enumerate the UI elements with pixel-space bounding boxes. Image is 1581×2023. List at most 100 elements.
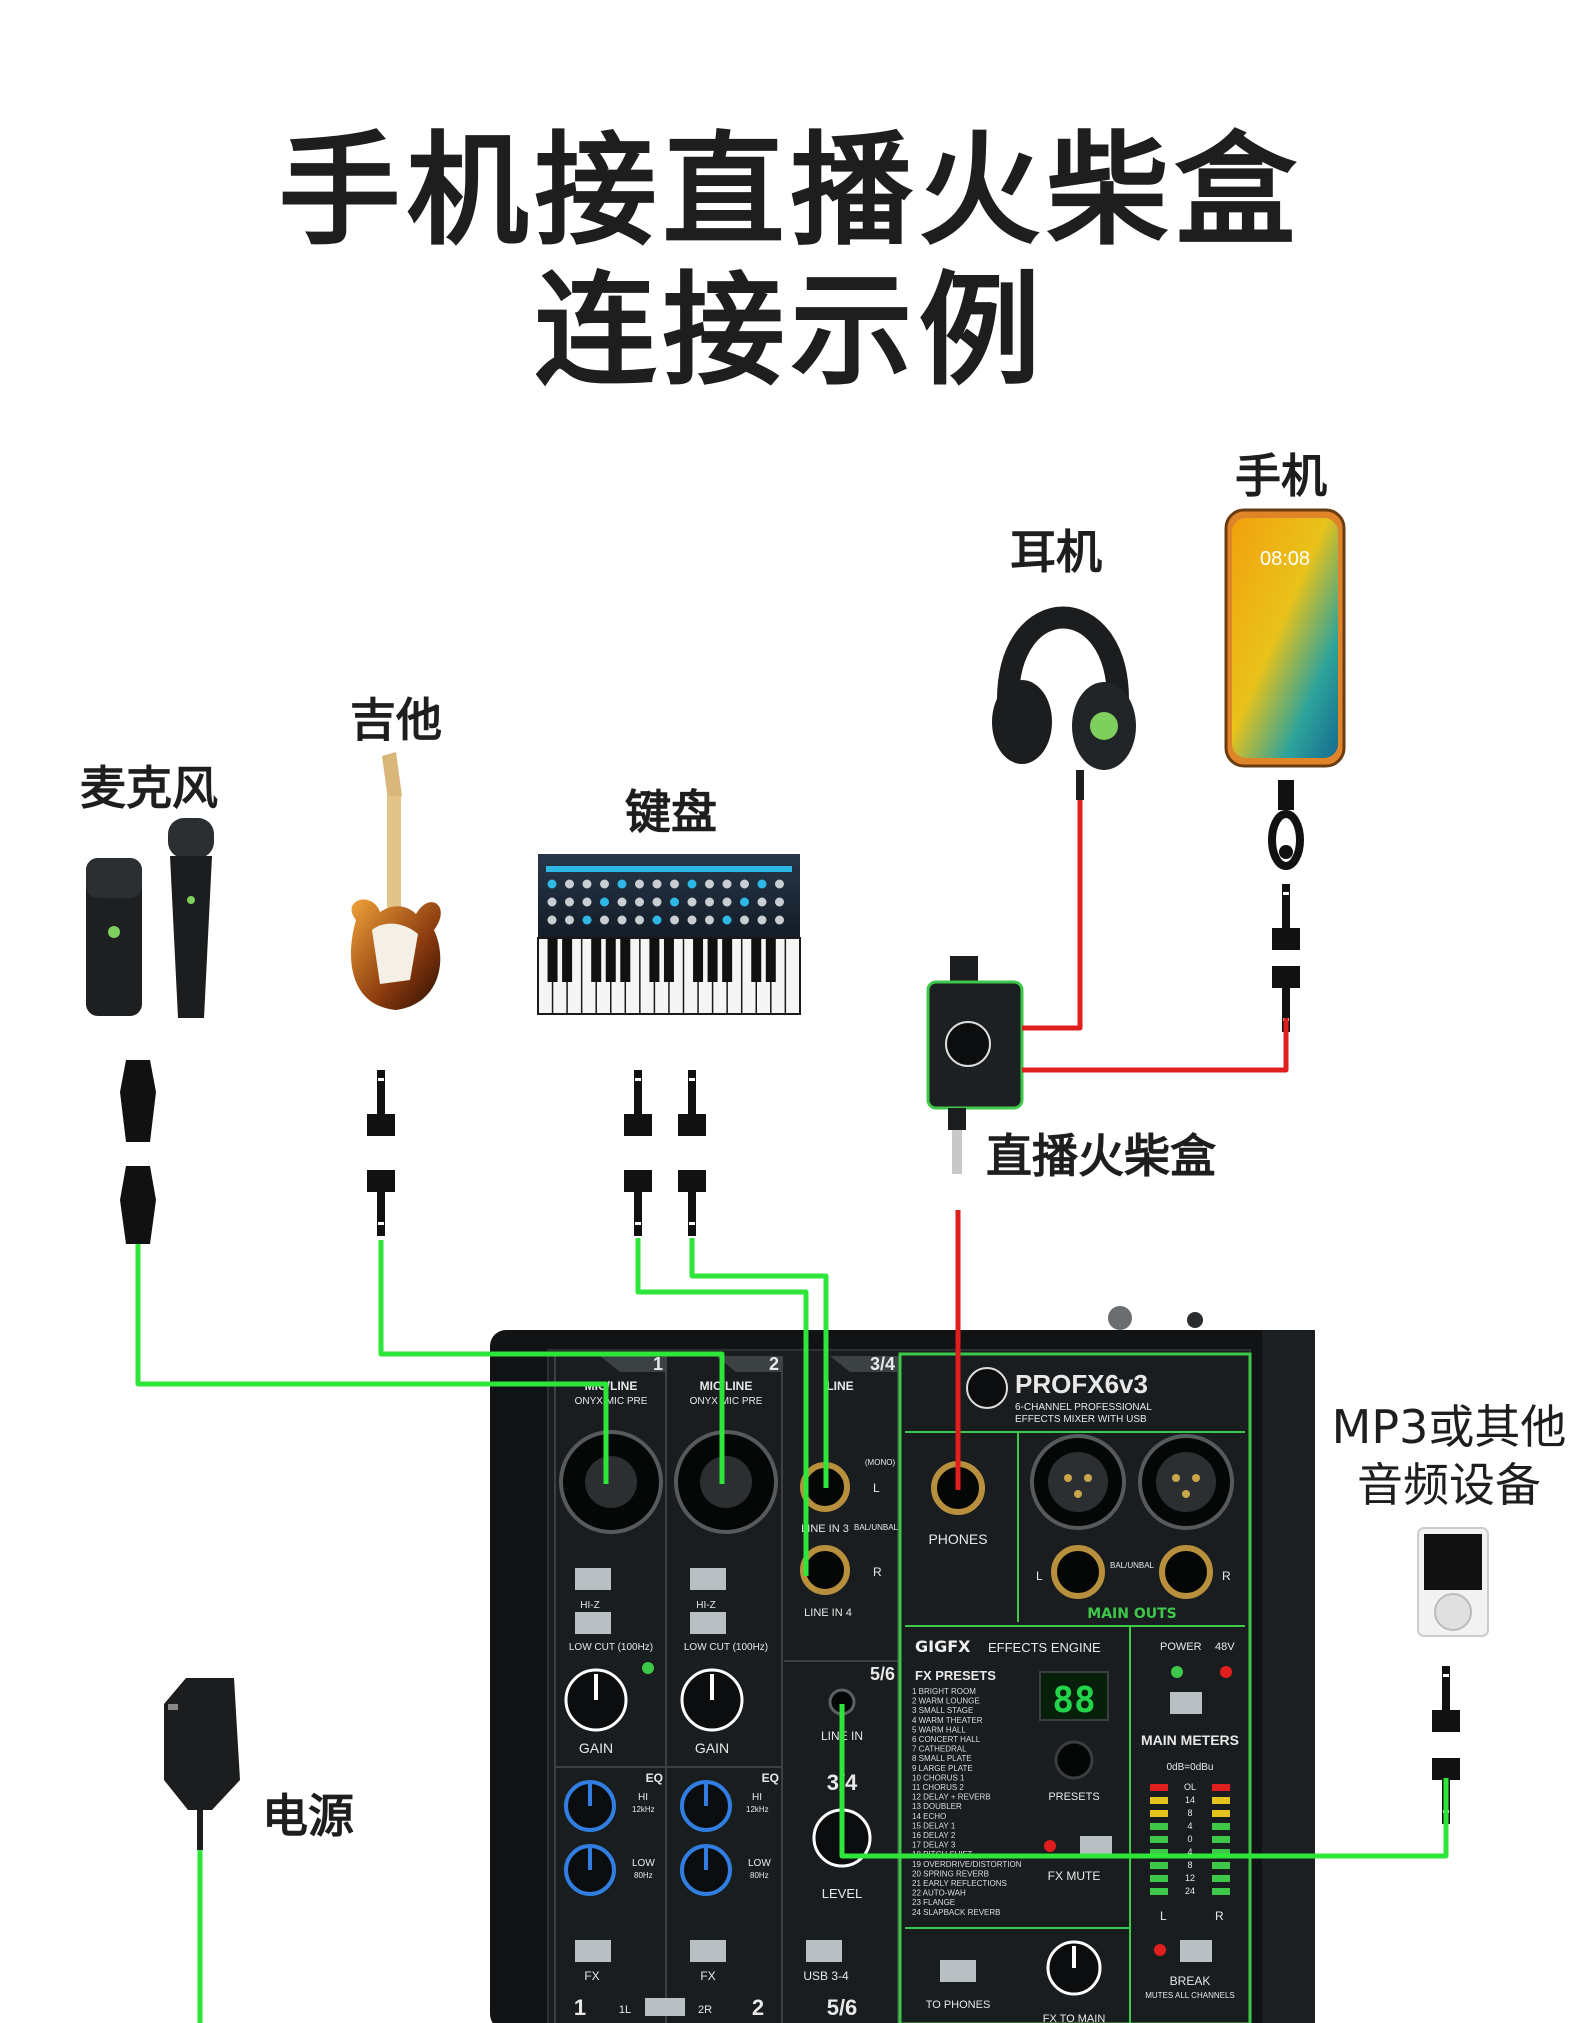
synth-knob (652, 897, 662, 907)
microphones (86, 818, 214, 1018)
fx-preset-item: 17 DELAY 3 (912, 1841, 956, 1850)
dynamic-mic-badge (187, 896, 195, 904)
line-in-4-jack[interactable] (800, 1545, 850, 1595)
fx-preset-item: 9 LARGE PLATE (912, 1764, 973, 1773)
pan-switch[interactable] (645, 1998, 685, 2016)
ch2-fx-button[interactable] (690, 1940, 726, 1962)
dynamic-mic-grille (168, 818, 214, 858)
keyboard-jack-1-bottom (624, 1170, 652, 1236)
bottom-ch56: 5/6 (827, 1995, 858, 2020)
jack-tip (1442, 1666, 1450, 1710)
fx-preset-item: 8 SMALL PLATE (912, 1754, 972, 1763)
mp3-wheel[interactable] (1434, 1593, 1472, 1631)
synth-knob (617, 915, 627, 925)
jack-tip (634, 1192, 642, 1236)
presets-knob[interactable] (1054, 1740, 1094, 1780)
meter-led-right (1212, 1836, 1230, 1843)
condenser-mic-badge (108, 926, 120, 938)
synth-black-key (707, 938, 718, 982)
ch2-lowcut-button[interactable] (690, 1612, 726, 1634)
ch1-fx-label: FX (584, 1969, 599, 1983)
jack-tip (1282, 884, 1290, 928)
ch1-hi-freq: 12kHz (632, 1805, 655, 1814)
jack-sleeve (1432, 1710, 1460, 1732)
synth-knob (547, 879, 557, 889)
break-button[interactable] (1180, 1940, 1212, 1962)
synth-knob (547, 915, 557, 925)
headphones-band (997, 606, 1129, 701)
to-phones-button[interactable] (940, 1960, 976, 1982)
synth-knob (687, 879, 697, 889)
ch2-eq-label: EQ (762, 1771, 779, 1785)
synth-knob (617, 879, 627, 889)
jack-sleeve (1272, 966, 1300, 988)
mp3-screen (1424, 1534, 1482, 1590)
break-led (1154, 1944, 1166, 1956)
title-line-2: 连接示例 (534, 260, 1047, 402)
main-outs-label: MAIN OUTS (1087, 1606, 1176, 1622)
adapter-stem (1278, 780, 1294, 810)
headphones-logo (1090, 712, 1118, 740)
synth-knob (740, 897, 749, 907)
condenser-mic-grille (86, 858, 142, 898)
ch34-r-label: R (873, 1565, 882, 1579)
ch1-hiz-button[interactable] (575, 1568, 611, 1590)
jack-tip (377, 1192, 385, 1236)
ch1-fx-button[interactable] (575, 1940, 611, 1962)
mp3-player (1417, 1527, 1489, 1637)
meter-led-right (1212, 1784, 1230, 1791)
usb34-button[interactable] (806, 1940, 842, 1962)
synth-accent (546, 866, 792, 872)
pan-2r-label: 2R (698, 2004, 712, 2016)
fx-preset-item: 24 SLAPBACK REVERB (912, 1908, 1000, 1917)
xlr-left-inner (1048, 1452, 1108, 1512)
top-jack (1187, 1312, 1203, 1328)
ch2-gain-label: GAIN (695, 1740, 729, 1756)
synth-knob (705, 915, 714, 925)
mp3-jack-top (1432, 1666, 1460, 1732)
synth-knob (652, 879, 662, 889)
main-out-trs-right[interactable] (1159, 1545, 1213, 1599)
master-section-outline (898, 1352, 1252, 2023)
synth-knob (600, 897, 609, 907)
keyboard-jack-2-top (678, 1070, 706, 1136)
ch1-number: 1 (653, 1354, 663, 1374)
guitar-jack-top (367, 1070, 395, 1136)
synth-knob (670, 897, 679, 907)
ch56-divider (784, 1660, 898, 1662)
fx-preset-item: 10 CHORUS 1 (912, 1773, 965, 1782)
label-phone: 手机 (1235, 449, 1327, 503)
jack-sleeve (624, 1114, 652, 1136)
mixer-brand: PROFX6v3 (1015, 1369, 1148, 1399)
synth-black-key (722, 938, 733, 982)
synth-knob (775, 897, 784, 907)
ch1-lowcut-button[interactable] (575, 1612, 611, 1634)
fx-preset-item: 13 DOUBLER (912, 1802, 962, 1811)
meter-led-left (1150, 1784, 1168, 1791)
jack-tip (377, 1070, 385, 1114)
mixer-side-panel (1262, 1330, 1315, 2023)
synth-black-key (693, 938, 704, 982)
fx-mute-button[interactable] (1080, 1836, 1112, 1856)
meter-mark: 24 (1185, 1886, 1195, 1896)
ch1-hiz-label: HI-Z (580, 1600, 599, 1611)
synth-knob (582, 897, 592, 907)
synth-knob (600, 879, 609, 889)
synth-knob (600, 915, 609, 925)
ch2-hi-label: HI (752, 1792, 762, 1803)
phone-adapter-plug (1268, 780, 1304, 870)
label-mp3-device: MP3或其他 音频设备 (1318, 1398, 1580, 1514)
gigfx-label: GIGFX (915, 1637, 971, 1656)
fx-to-main-label: FX TO MAIN (1043, 2013, 1106, 2023)
phones-label: PHONES (928, 1531, 987, 1547)
synth-knob (547, 897, 557, 907)
48v-button[interactable] (1170, 1692, 1202, 1714)
ch2-hiz-button[interactable] (690, 1568, 726, 1590)
fx-preset-item: 2 WARM LOUNGE (912, 1697, 980, 1706)
phone-clock: 08:08 (1260, 548, 1310, 570)
main-out-trs-left[interactable] (1051, 1545, 1105, 1599)
meter-mark: 12 (1185, 1873, 1195, 1883)
xlr-right-pin-2 (1192, 1474, 1200, 1482)
fx-preset-item: 11 CHORUS 2 (912, 1783, 964, 1792)
